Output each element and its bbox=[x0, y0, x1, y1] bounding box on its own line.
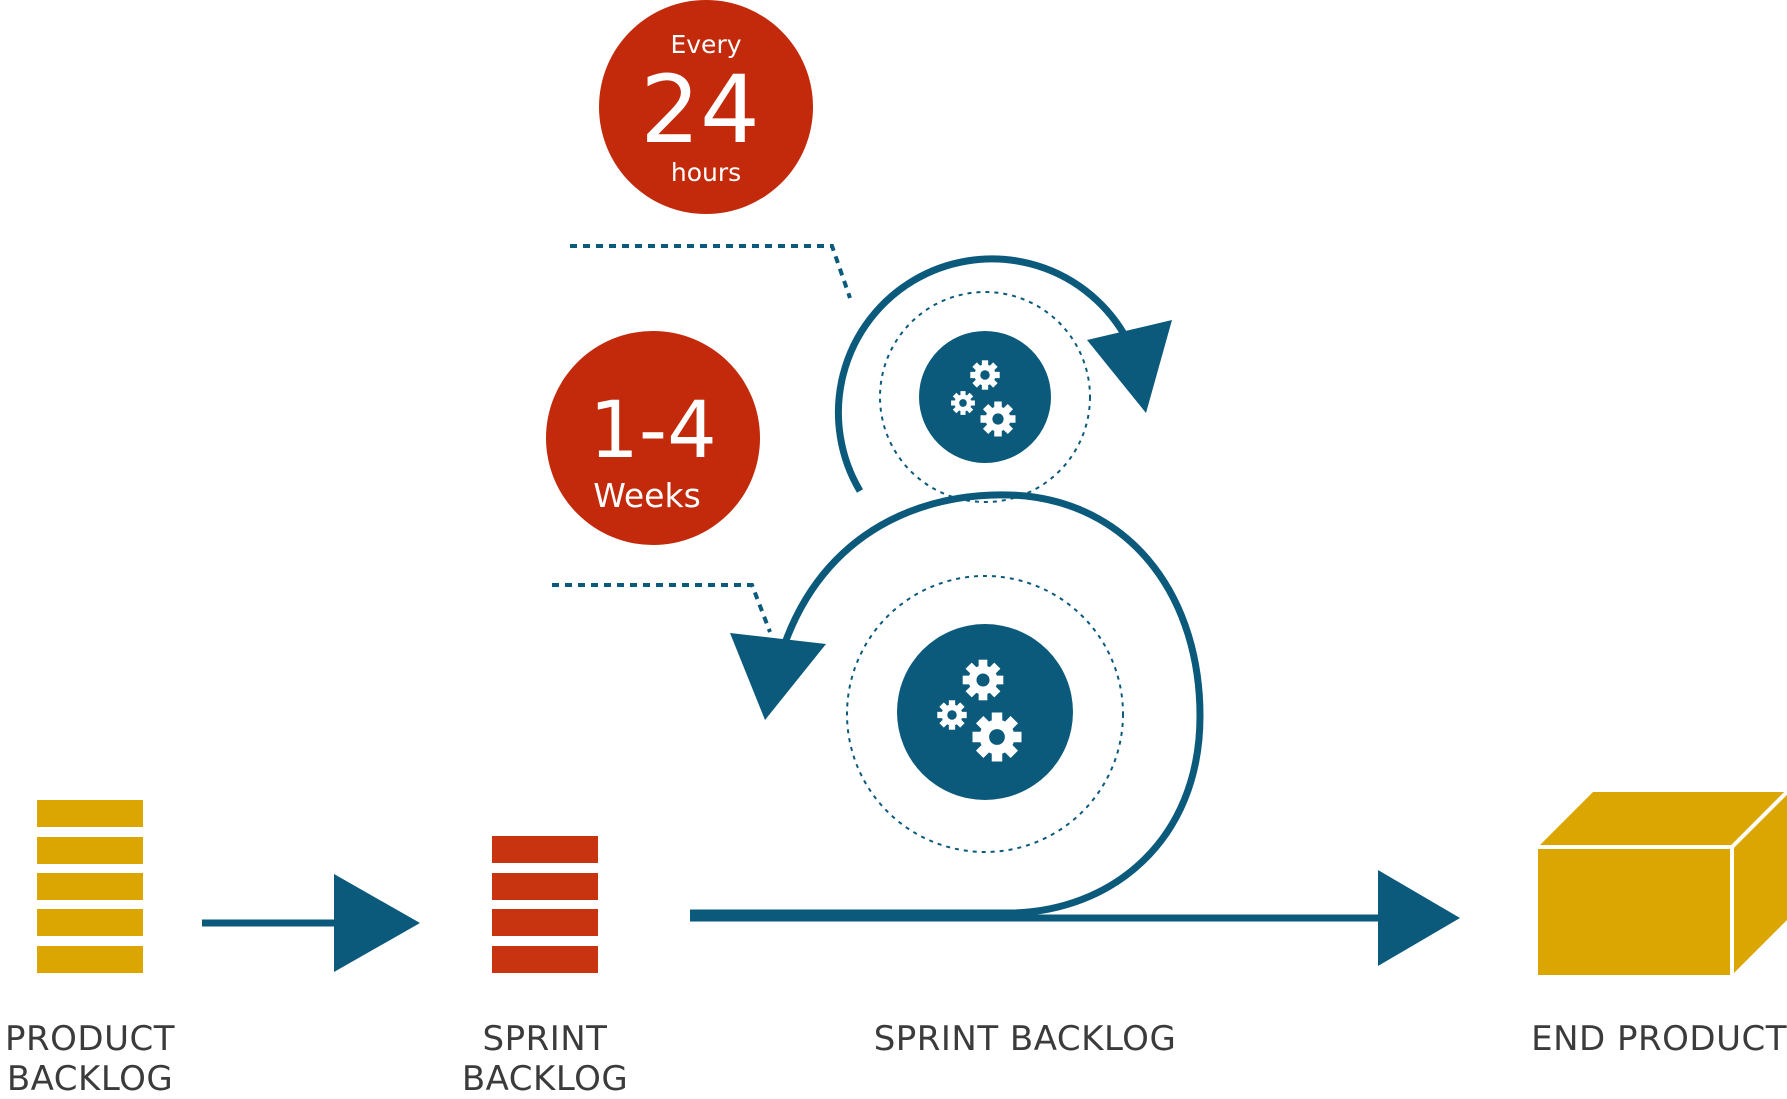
sprint-backlog-stack-label-line2: BACKLOG bbox=[461, 1059, 629, 1099]
end-product-box-icon bbox=[1538, 790, 1787, 975]
end-product-label: END PRODUCT bbox=[1530, 1019, 1787, 1059]
sprint-backlog-flow-text: SPRINT BACKLOG bbox=[873, 1019, 1177, 1059]
product-backlog-stack-icon bbox=[37, 800, 143, 973]
sprint-leader-line bbox=[552, 583, 772, 633]
sprint-badge-number: 1-4 bbox=[589, 386, 716, 476]
end-product-text: END PRODUCT bbox=[1531, 1019, 1787, 1059]
sprint-cycle bbox=[690, 491, 1204, 917]
daily-cycle-arrowhead bbox=[1087, 320, 1172, 413]
daily-badge-bottom: hours bbox=[671, 158, 741, 187]
daily-badge: Every 24 hours bbox=[599, 0, 813, 214]
daily-badge-top: Every bbox=[670, 30, 741, 59]
sprint-backlog-flow-label: SPRINT BACKLOG bbox=[860, 1019, 1190, 1059]
product-backlog-label-line1: PRODUCT bbox=[5, 1019, 175, 1059]
flow-arrow-to-end-product bbox=[690, 870, 1460, 966]
flow-arrow-to-sprint-backlog bbox=[202, 874, 420, 972]
product-backlog-label-line2: BACKLOG bbox=[6, 1059, 174, 1099]
sprint-backlog-stack-icon bbox=[492, 836, 598, 973]
product-backlog-label: PRODUCT BACKLOG bbox=[0, 1019, 180, 1099]
sprint-backlog-stack-label-line1: SPRINT bbox=[482, 1019, 608, 1059]
daily-cycle bbox=[834, 255, 1172, 503]
daily-leader-line bbox=[570, 244, 852, 299]
sprint-backlog-stack-label: SPRINT BACKLOG bbox=[455, 1019, 635, 1099]
sprint-badge: 1-4 Weeks bbox=[546, 331, 760, 545]
sprint-badge-bottom: Weeks bbox=[593, 476, 701, 515]
sprint-cycle-arrowhead bbox=[730, 633, 826, 720]
daily-badge-number: 24 bbox=[640, 56, 760, 165]
